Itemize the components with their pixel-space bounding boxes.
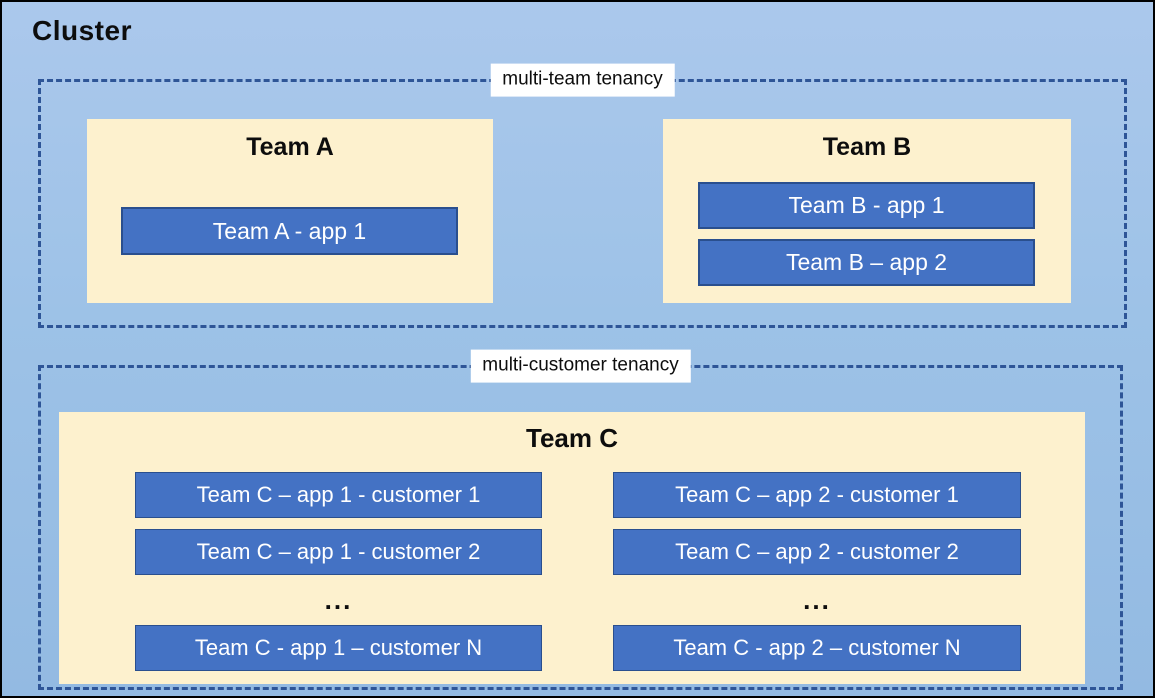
team-c-app1-column: Team C – app 1 - customer 1 Team C – app… bbox=[135, 472, 542, 671]
multi-team-tenancy-box: multi-team tenancy Team A Team A - app 1… bbox=[38, 63, 1127, 328]
team-a-title: Team A bbox=[246, 133, 334, 161]
team-c-app2-customer2-box: Team C – app 2 - customer 2 bbox=[613, 529, 1021, 575]
team-c-app2-column: Team C – app 2 - customer 1 Team C – app… bbox=[613, 472, 1021, 671]
team-c-app1-customer2-box: Team C – app 1 - customer 2 bbox=[135, 529, 542, 575]
team-b-panel: Team B Team B - app 1 Team B – app 2 bbox=[663, 119, 1071, 303]
team-c-panel: Team C Team C – app 1 - customer 1 Team … bbox=[59, 412, 1085, 684]
team-b-app-1-box: Team B - app 1 bbox=[698, 182, 1035, 229]
team-c-app1-customerN-box: Team C - app 1 – customer N bbox=[135, 625, 542, 671]
ellipsis-app2: ... bbox=[803, 585, 831, 615]
team-c-app2-customer1-box: Team C – app 2 - customer 1 bbox=[613, 472, 1021, 518]
team-b-title: Team B bbox=[822, 133, 912, 161]
multi-customer-tenancy-box: multi-customer tenancy Team C Team C – a… bbox=[38, 349, 1123, 690]
multi-team-tenancy-label: multi-team tenancy bbox=[490, 63, 675, 97]
team-c-title: Team C bbox=[526, 423, 618, 453]
team-b-app-2-box: Team B – app 2 bbox=[698, 239, 1035, 286]
multi-customer-tenancy-label: multi-customer tenancy bbox=[470, 349, 691, 383]
team-c-app2-customerN-box: Team C - app 2 – customer N bbox=[613, 625, 1021, 671]
ellipsis-app1: ... bbox=[324, 585, 353, 615]
team-c-app1-customer1-box: Team C – app 1 - customer 1 bbox=[135, 472, 542, 518]
team-a-panel: Team A Team A - app 1 bbox=[87, 119, 493, 303]
cluster-title: Cluster bbox=[32, 15, 132, 46]
team-a-app-1-box: Team A - app 1 bbox=[121, 207, 458, 255]
